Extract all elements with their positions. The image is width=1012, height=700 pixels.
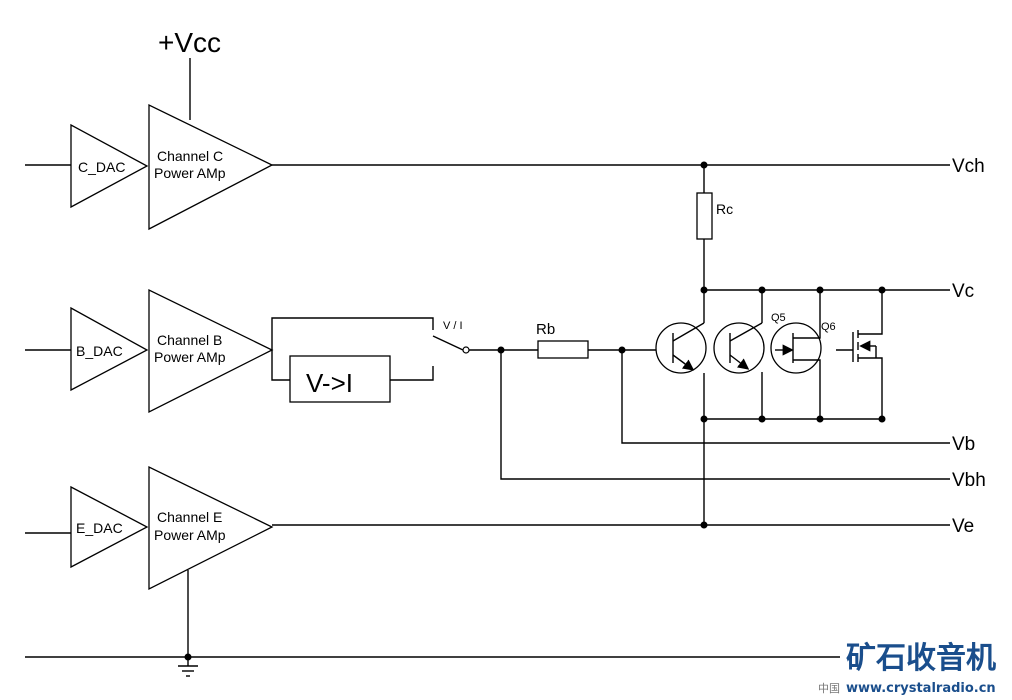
channel-b-amp-label-2: Power AMp: [154, 349, 226, 365]
b-dac-block: [70, 306, 149, 392]
rc-label: Rc: [716, 201, 733, 217]
junction-dot: [758, 415, 766, 423]
transistor-2: [713, 322, 765, 374]
channel-e-amp-label-2: Power AMp: [154, 527, 226, 543]
junction-dot: [700, 521, 708, 529]
transistor-1: [655, 322, 707, 374]
q5-transistor: [770, 322, 822, 374]
junction-dot: [816, 415, 824, 423]
c-dac-block: [70, 123, 149, 209]
v-to-i-label: V->I: [306, 368, 353, 398]
junction-dot: [497, 346, 505, 354]
q6-drain-wire: [858, 290, 883, 335]
current-path-wire: [271, 350, 290, 381]
channel-b-amp: [148, 288, 274, 414]
vb-wire: [621, 350, 950, 444]
watermark-prefix: 中国: [818, 682, 840, 695]
junction-dot: [700, 161, 708, 169]
rb-label: Rb: [536, 321, 555, 338]
junction-dot: [618, 346, 626, 354]
q5-drain-wire: [793, 290, 821, 339]
junction-dot: [700, 415, 708, 423]
junction-dot: [184, 653, 192, 661]
rc-resistor: [696, 192, 713, 240]
channel-c-amp-label-2: Power AMp: [154, 165, 226, 181]
transistor-1-collector: [672, 322, 705, 342]
watermark-url: www.crystalradio.cn: [846, 681, 996, 696]
vbh-wire: [500, 350, 950, 480]
junction-dot: [816, 286, 824, 294]
vch-label: Vch: [952, 156, 985, 177]
channel-e-amp-label-1: Channel E: [157, 509, 222, 525]
watermark-title: 矿石收音机: [846, 641, 996, 676]
q5-label: Q5: [771, 312, 786, 324]
transistor-2-emitter: [729, 354, 750, 370]
vi-switch-blade: [432, 335, 464, 351]
junction-dot: [878, 415, 886, 423]
rb-resistor: [537, 340, 589, 359]
converter-output-wire: [390, 366, 434, 381]
vb-label: Vb: [952, 434, 975, 455]
junction-dot: [758, 286, 766, 294]
vbh-label: Vbh: [952, 470, 986, 491]
channel-b-amp-label-1: Channel B: [157, 332, 222, 348]
q5-source-wire: [793, 359, 821, 419]
channel-e-amp: [148, 465, 274, 591]
transistor-2-collector: [729, 322, 763, 342]
v-to-i-converter: [289, 355, 391, 403]
c-dac-label: C_DAC: [78, 159, 125, 175]
b-dac-label: B_DAC: [76, 343, 123, 359]
transistor-1-emitter: [672, 354, 695, 371]
vcc-label: +Vcc: [158, 27, 221, 58]
e-dac-block: [70, 485, 149, 569]
channel-c-amp-label-1: Channel C: [157, 148, 223, 164]
e-dac-label: E_DAC: [76, 520, 123, 536]
q6-source-wire: [858, 357, 883, 419]
vi-switch-contact: [462, 346, 470, 354]
vi-switch-label: V / I: [443, 320, 463, 332]
voltage-path-wire: [271, 317, 434, 350]
vc-label: Vc: [952, 281, 974, 302]
junction-dot: [878, 286, 886, 294]
junction-dot: [700, 286, 708, 294]
q6-label: Q6: [821, 321, 836, 333]
ve-label: Ve: [952, 516, 974, 537]
channel-c-amp: [148, 103, 274, 231]
